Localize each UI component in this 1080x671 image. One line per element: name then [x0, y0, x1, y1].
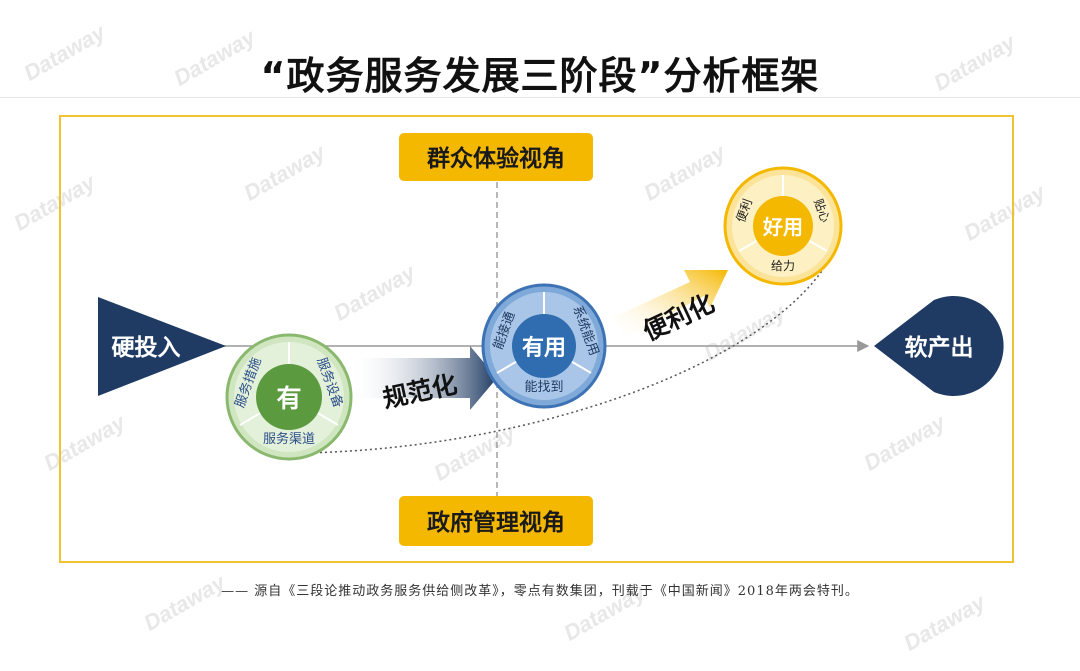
stage-usable: 有用 能接通 系统能用 能找到 [481, 283, 607, 409]
diagram-frame [59, 115, 1014, 563]
stage-usable-ring-3: 能找到 [524, 380, 563, 395]
source-note: —— 源自《三段论推动政务服务供给侧改革》，零点有数集团，刊载于《中国新闻》20… [221, 584, 859, 599]
stage-good: 好用 便利 贴心 给力 [723, 166, 843, 286]
bottom-perspective-box [399, 496, 593, 546]
triangle-right-icon [98, 297, 226, 396]
bottom-perspective-label: 政府管理视角 [427, 509, 565, 536]
top-perspective-label: 群众体验视角 [426, 145, 565, 172]
transition-arrow-1 [348, 346, 497, 410]
title-divider [0, 97, 1080, 98]
transition-arrow-2 [612, 270, 728, 338]
stage-have: 有 服务措施 服务设备 服务渠道 [225, 333, 353, 461]
teardrop-icon [874, 296, 1004, 397]
stage-have-ring-3: 服务渠道 [263, 431, 315, 447]
top-perspective-box [399, 133, 593, 181]
growth-curve [299, 261, 829, 454]
stage-usable-center: 有用 [522, 335, 566, 361]
input-label: 硬投入 [112, 335, 181, 361]
page-title: “政务服务发展三阶段”分析框架 [260, 54, 820, 98]
stage-good-ring-3: 给力 [771, 259, 795, 273]
stage-have-center: 有 [276, 384, 301, 413]
stage-good-center: 好用 [762, 215, 803, 239]
output-label: 软产出 [905, 334, 974, 361]
